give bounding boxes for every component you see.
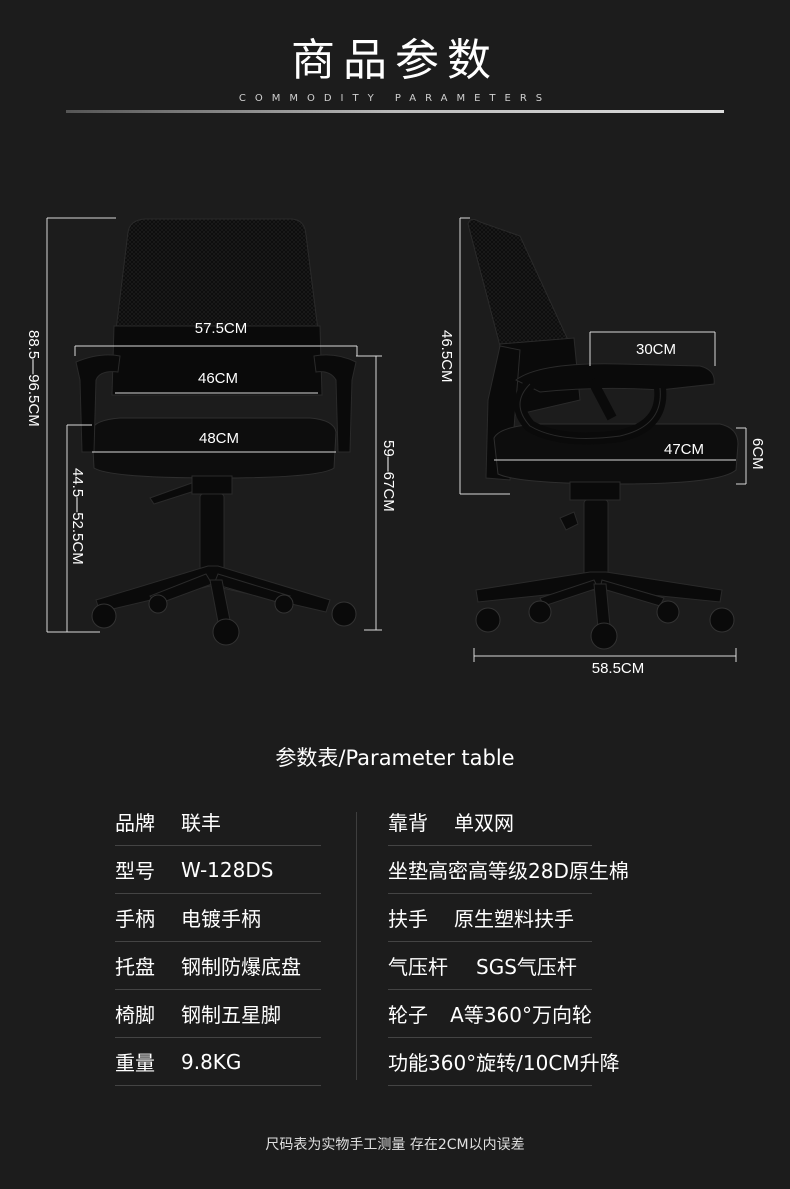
param-value: 9.8KG [181, 1049, 242, 1074]
measurement-note: 尺码表为实物手工测量 存在2CM以内误差 [265, 1137, 525, 1153]
param-row: 扶手 原生塑料扶手 [388, 894, 592, 942]
armrest-height-label: 59—67CM [380, 440, 397, 512]
back-height-label: 46.5CM [438, 330, 455, 383]
param-row: 坐垫高密高等级28D原生棉 [388, 846, 629, 894]
param-row: 重量 9.8KG [115, 1038, 321, 1086]
param-key: 手柄 [115, 907, 155, 931]
parameter-table-title: 参数表/Parameter table [275, 746, 515, 770]
param-key: 坐垫 [388, 859, 428, 883]
side-chair-image [467, 218, 739, 650]
param-row: 手柄 电镀手柄 [115, 894, 321, 942]
param-key: 靠背 [388, 811, 428, 835]
column-divider [356, 812, 357, 1080]
param-key: 扶手 [388, 907, 428, 931]
page-title: 商品参数 [291, 35, 499, 86]
param-value: 钢制防爆底盘 [181, 955, 301, 979]
side-dimension-lines [459, 217, 747, 662]
page-subtitle: COMMODITY PARAMETERS [238, 93, 552, 104]
param-value: 高密高等级28D原生棉 [428, 859, 629, 883]
total-height-label: 88.5—96.5CM [25, 330, 42, 427]
armrest-length-label: 30CM [636, 341, 676, 358]
seat-thickness-label: 6CM [749, 438, 766, 470]
param-key: 功能 [388, 1051, 428, 1075]
base-width-label: 58.5CM [592, 660, 645, 677]
param-value: 360°旋转/10CM升降 [428, 1051, 620, 1075]
param-key: 椅脚 [115, 1003, 155, 1027]
param-key: 托盘 [115, 955, 155, 979]
param-row: 托盘 钢制防爆底盘 [115, 942, 321, 990]
param-row: 品牌 联丰 [115, 798, 321, 846]
param-key: 型号 [115, 859, 155, 883]
seat-height-label: 44.5—52.5CM [69, 468, 86, 565]
param-row: 椅脚 钢制五星脚 [115, 990, 321, 1038]
title-divider [66, 110, 724, 113]
param-value: 电镀手柄 [181, 907, 261, 931]
param-row: 靠背 单双网 [388, 798, 592, 846]
seat-width-label: 48CM [199, 430, 239, 447]
front-chair-image [75, 218, 357, 646]
param-value: A等360°万向轮 [450, 1003, 592, 1027]
param-key: 重量 [115, 1051, 155, 1075]
back-width-label: 46CM [198, 370, 238, 387]
param-value: 联丰 [181, 811, 221, 835]
param-key: 品牌 [115, 811, 155, 835]
dimension-diagram: 88.5—96.5CM 57.5CM 46CM 48CM 44.5—52.5CM… [25, 217, 766, 677]
param-row: 型号 W-128DS [115, 846, 321, 894]
param-value: W-128DS [181, 857, 274, 882]
param-key: 气压杆 [388, 955, 448, 979]
param-value: 单双网 [454, 811, 514, 835]
param-value: SGS气压杆 [476, 955, 577, 979]
param-row: 轮子 A等360°万向轮 [388, 990, 592, 1038]
seat-depth-label: 47CM [664, 441, 704, 458]
param-key: 轮子 [388, 1003, 428, 1027]
param-value: 原生塑料扶手 [454, 907, 574, 931]
param-row: 气压杆 SGS气压杆 [388, 942, 592, 990]
arm-width-label: 57.5CM [195, 320, 248, 337]
param-value: 钢制五星脚 [181, 1003, 281, 1027]
front-dimension-lines [46, 217, 382, 633]
